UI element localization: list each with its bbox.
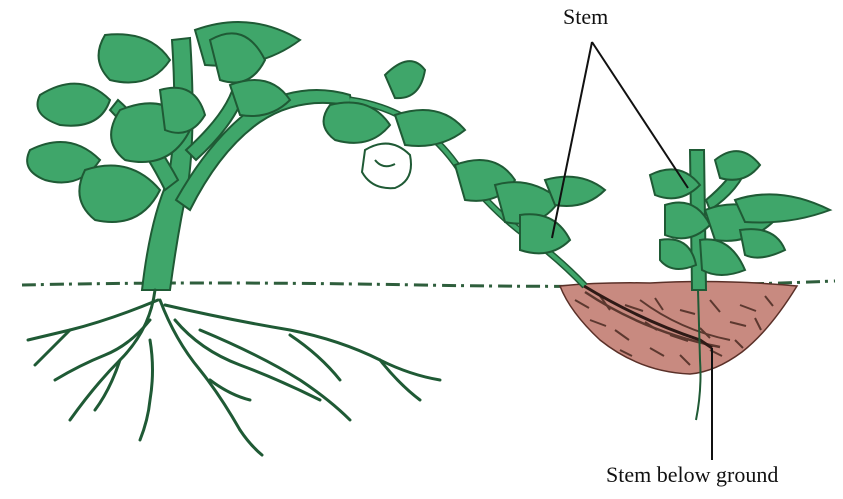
left-plant-roots (28, 290, 440, 455)
soil-mound (560, 282, 797, 374)
stem-pointer-right (592, 42, 688, 188)
stem-below-ground-label: Stem below ground (606, 462, 778, 488)
stem-label: Stem (563, 4, 608, 30)
stem-pointer-left (552, 42, 592, 238)
left-plant-leaves (27, 22, 605, 253)
flower-bud (362, 144, 411, 189)
